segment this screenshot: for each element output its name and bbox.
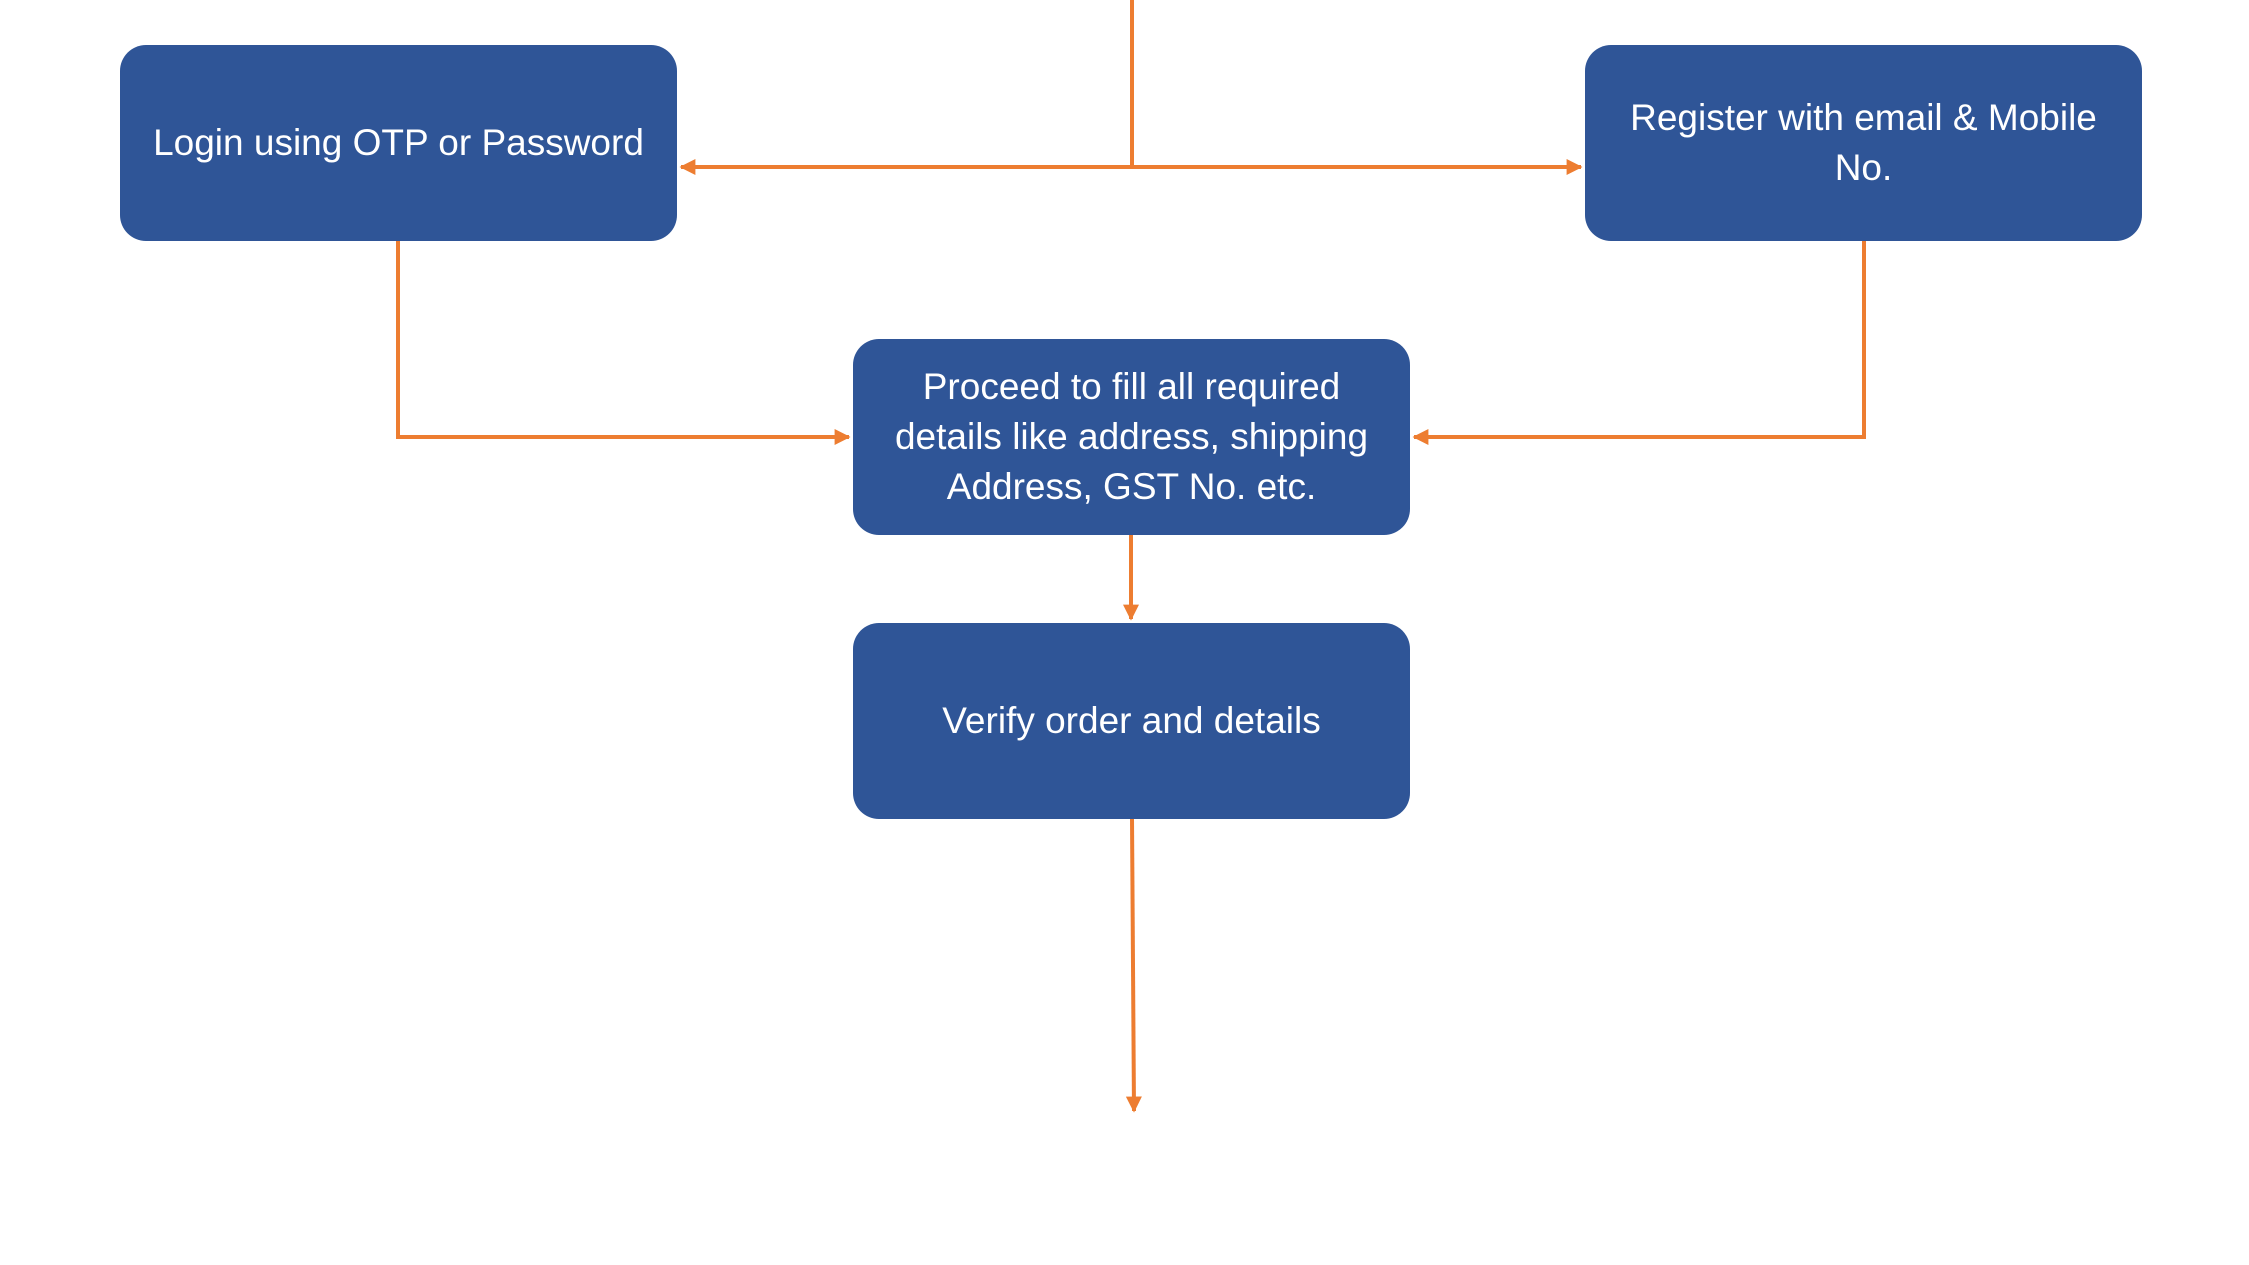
login-step-label: Login using OTP or Password (153, 122, 644, 163)
verify-step-box: Verify order and details (853, 623, 1410, 819)
fill-details-step-box: Proceed to fill all required details lik… (853, 339, 1410, 535)
connector-register-to-details (1412, 241, 1866, 445)
connector-login-to-details (396, 241, 851, 445)
register-step-box: Register with email & Mobile No. (1585, 45, 2142, 241)
register-step-label: Register with email & Mobile No. (1630, 97, 2097, 188)
fill-details-step-label: Proceed to fill all required details lik… (894, 366, 1369, 507)
connector-verify-to-next (1125, 818, 1142, 1113)
login-step-box: Login using OTP or Password (120, 45, 677, 241)
verify-step-label: Verify order and details (942, 700, 1321, 741)
